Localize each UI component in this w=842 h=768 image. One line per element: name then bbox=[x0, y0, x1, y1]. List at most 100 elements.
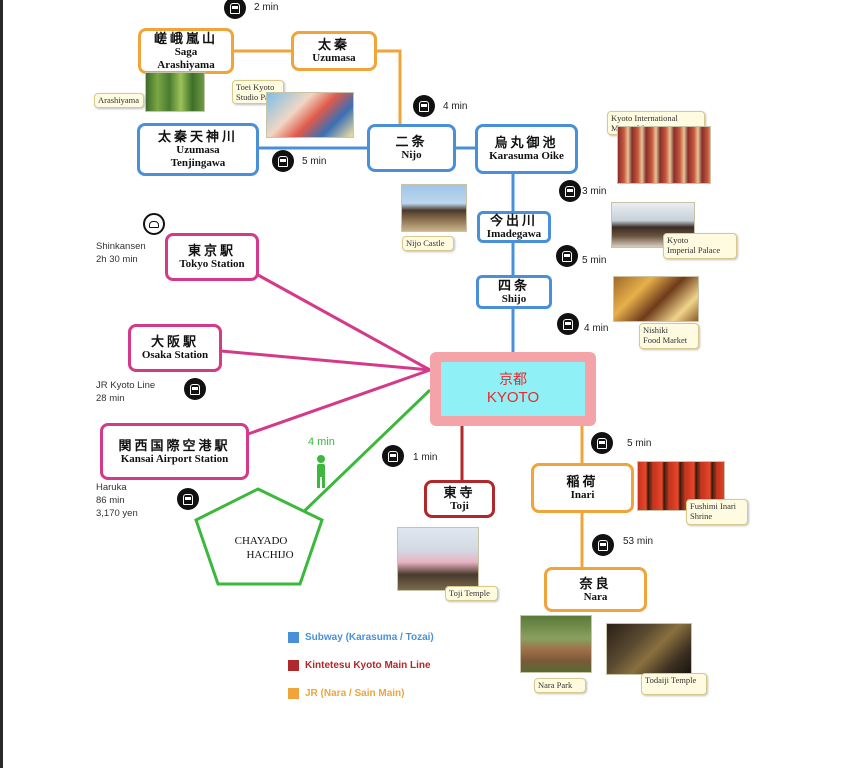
caption-line: Food Market bbox=[643, 335, 688, 345]
station-en-label: Tokyo Station bbox=[179, 258, 245, 270]
caption-todaiji: Todaiji Temple bbox=[641, 673, 707, 695]
station-tokyo[interactable]: 東京駅 Tokyo Station bbox=[165, 233, 259, 281]
jr-kyoto-note: JR Kyoto Line 28 min bbox=[96, 379, 155, 405]
station-jp-label: 大阪駅 bbox=[150, 334, 199, 349]
photo-toei-studio bbox=[266, 92, 354, 138]
station-nijo[interactable]: 二条 Nijo bbox=[367, 124, 456, 172]
shinkansen-icon-shape bbox=[149, 220, 159, 228]
legend-swatch bbox=[288, 688, 299, 699]
station-osaka[interactable]: 大阪駅 Osaka Station bbox=[128, 324, 222, 372]
station-jp-label: 今出川 bbox=[489, 213, 538, 228]
train-icon bbox=[556, 245, 578, 267]
station-en-label: Karasuma Oike bbox=[489, 150, 564, 162]
station-karasuma-oike[interactable]: 烏丸御池 Karasuma Oike bbox=[475, 124, 578, 174]
station-saga-arashiyama[interactable]: 嵯峨嵐山 Saga Arashiyama bbox=[138, 28, 234, 74]
station-inari[interactable]: 稲荷 Inari bbox=[531, 463, 634, 513]
station-kyoto-inner: 京都 KYOTO bbox=[441, 362, 585, 416]
station-jp-label: 東寺 bbox=[443, 485, 476, 500]
note-line: 28 min bbox=[96, 393, 125, 404]
station-jp-label: 奈良 bbox=[579, 575, 612, 591]
station-jp-label: 嵯峨嵐山 bbox=[153, 30, 218, 46]
jr-line-uzumasa-nijo bbox=[376, 49, 402, 128]
legend-item-jr: JR (Nara / Sain Main) bbox=[288, 688, 404, 699]
walking-person-icon bbox=[317, 455, 325, 488]
legend-label: Subway (Karasuma / Tozai) bbox=[305, 632, 434, 643]
train-icon bbox=[272, 150, 294, 172]
caption-line: Kyoto bbox=[667, 235, 689, 245]
chayado-line-2: HACHIJO bbox=[246, 549, 294, 561]
station-jp-label: 稲荷 bbox=[566, 474, 599, 489]
train-icon bbox=[224, 0, 246, 19]
time-shijo-kyoto: 4 min bbox=[584, 323, 609, 334]
note-line: Shinkansen bbox=[96, 241, 146, 252]
caption-line: Fushimi Inari bbox=[690, 501, 737, 511]
station-jp-label: 京都 bbox=[499, 371, 527, 387]
station-en-label: Imadegawa bbox=[486, 228, 542, 240]
train-icon bbox=[382, 445, 404, 467]
train-icon bbox=[559, 180, 581, 202]
caption-line: Nishiki bbox=[643, 325, 669, 335]
station-en-label: Inari bbox=[570, 489, 595, 501]
caption-nijo-castle: Nijo Castle bbox=[402, 236, 454, 251]
time-tenjingawa-nijo: 5 min bbox=[302, 156, 327, 167]
caption-arashiyama: Arashiyama bbox=[94, 93, 144, 108]
time-imadegawa-shijo: 5 min bbox=[582, 255, 607, 266]
train-icon bbox=[592, 534, 614, 556]
station-en-label: Osaka Station bbox=[141, 349, 209, 361]
station-kansai-airport[interactable]: 関西国際空港駅 Kansai Airport Station bbox=[100, 423, 249, 480]
station-en-label: Toji bbox=[450, 500, 469, 512]
caption-imperial-palace: Kyoto Imperial Palace bbox=[663, 233, 737, 259]
chayado-pentagon bbox=[194, 487, 324, 586]
train-icon bbox=[557, 313, 579, 335]
time-kyoto-toji: 1 min bbox=[413, 452, 438, 463]
note-line: 86 min bbox=[96, 495, 125, 506]
station-shijo[interactable]: 四条 Shijo bbox=[476, 275, 552, 309]
station-imadegawa[interactable]: 今出川 Imadegawa bbox=[477, 211, 551, 243]
station-nara[interactable]: 奈良 Nara bbox=[544, 567, 647, 612]
pink-line-kansai bbox=[247, 368, 431, 436]
caption-line: Kyoto International bbox=[611, 113, 678, 123]
photo-manga-museum bbox=[617, 126, 711, 184]
station-jp-label: 四条 bbox=[497, 278, 530, 293]
station-en-label-2: Arashiyama bbox=[157, 58, 215, 71]
station-uzumasa-tenjingawa[interactable]: 太秦天神川 Uzumasa Tenjingawa bbox=[137, 123, 259, 176]
pink-line-tokyo bbox=[257, 273, 431, 372]
station-jp-label: 東京駅 bbox=[187, 243, 236, 258]
station-en-label: Uzumasa bbox=[176, 144, 220, 156]
pink-line-osaka bbox=[220, 349, 431, 372]
time-walk: 4 min bbox=[308, 436, 335, 448]
window-edge bbox=[0, 0, 3, 768]
station-uzumasa[interactable]: 太秦 Uzumasa bbox=[291, 31, 377, 71]
station-en-label-2: Tenjingawa bbox=[170, 157, 226, 169]
station-en-label: Kansai Airport Station bbox=[120, 452, 229, 465]
caption-fushimi-inari: Fushimi Inari Shrine bbox=[686, 499, 748, 525]
walk-line-chayado bbox=[293, 388, 432, 522]
train-icon bbox=[184, 378, 206, 400]
caption-line: Imperial Palace bbox=[667, 245, 721, 255]
station-en-label: Saga bbox=[174, 45, 198, 58]
station-jp-label: 関西国際空港駅 bbox=[118, 437, 231, 453]
note-line: Haruka bbox=[96, 482, 127, 493]
caption-line: Shrine bbox=[690, 511, 713, 521]
station-toji[interactable]: 東寺 Toji bbox=[424, 480, 495, 518]
station-jp-label: 烏丸御池 bbox=[494, 135, 559, 150]
caption-toji-temple: Toji Temple bbox=[445, 586, 498, 601]
legend-swatch bbox=[288, 660, 299, 671]
station-kyoto[interactable]: 京都 KYOTO bbox=[430, 352, 596, 426]
caption-line: Toei Kyoto bbox=[236, 82, 275, 92]
station-en-label: KYOTO bbox=[486, 389, 540, 406]
station-en-label: Shijo bbox=[501, 293, 527, 305]
time-oike-imadegawa: 3 min bbox=[582, 186, 607, 197]
note-line: 3,170 yen bbox=[96, 508, 138, 519]
time-kyoto-inari: 5 min bbox=[627, 438, 652, 449]
note-line: 2h 30 min bbox=[96, 254, 138, 265]
legend-item-subway: Subway (Karasuma / Tozai) bbox=[288, 632, 434, 643]
legend-label: JR (Nara / Sain Main) bbox=[305, 688, 405, 699]
station-chayado-hachijo[interactable]: CHAYADO HACHIJO bbox=[216, 534, 306, 562]
photo-nishiki-market bbox=[613, 276, 699, 322]
photo-toji-temple bbox=[397, 527, 479, 591]
legend-swatch bbox=[288, 632, 299, 643]
note-line: JR Kyoto Line bbox=[96, 380, 156, 391]
caption-nishiki: Nishiki Food Market bbox=[639, 323, 699, 349]
